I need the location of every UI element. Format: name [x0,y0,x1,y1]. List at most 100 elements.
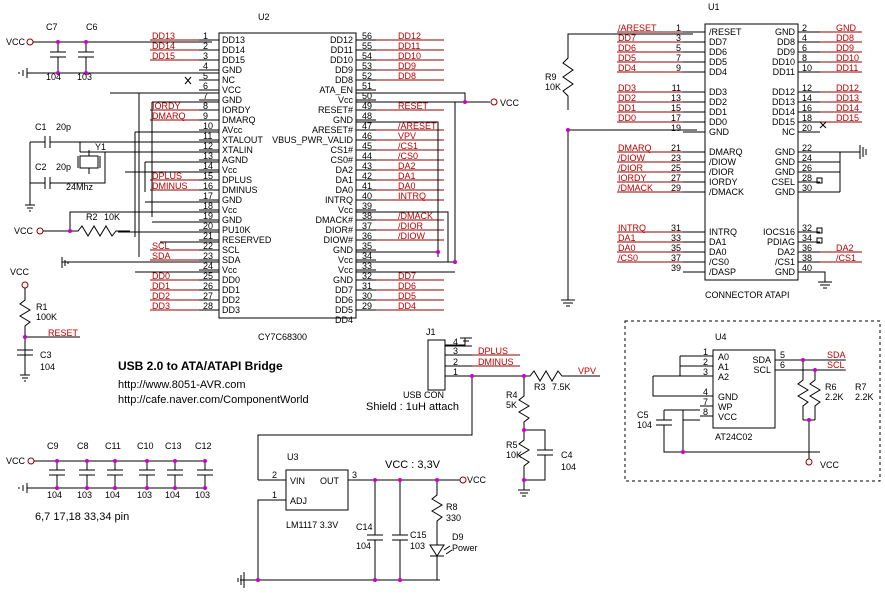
u2-pin-num: 55 [362,41,372,51]
u2-pin-name: ATA_EN [319,85,353,95]
r2-ref: R2 [86,212,98,222]
u1-pin-name: DA2 [777,247,795,257]
u1-net-label: DD4 [618,63,636,73]
u2-pin-num: 31 [362,281,372,291]
u1-pin-num: 18 [802,113,812,123]
reset-net-label: RESET [48,328,79,338]
u2-pin-name: DD4 [335,315,353,325]
u1-pin-num: 10 [802,63,812,73]
u3-ref: U3 [287,452,299,462]
u2-pin-num: 50 [362,91,372,101]
r6-ref: R6 [825,382,837,392]
vcc-label-u3: VCC [467,475,487,485]
u1-pin-name: /RESET [709,27,742,37]
r8-ref: R8 [446,502,458,512]
usb-shield-note: Shield : 1uH attach [366,401,459,413]
u2-net-label: /DIOW [398,231,426,241]
vbus-block: VPV R3 7.5K R4 5K R5 10K C4 104 [257,366,600,497]
u2-net-label: DPLUS [152,171,182,181]
c3-ref: C3 [40,350,52,360]
c3-value: 104 [40,362,55,372]
u2-pin-name: RESET# [318,105,353,115]
u1-net-label: DD2 [618,93,636,103]
r9-ref: R9 [545,72,557,82]
c5-ref: C5 [637,410,649,420]
u2-pin-name: VBUS_PWR_VALID [272,135,353,145]
u1-ref: U1 [708,2,720,12]
j1-body [427,339,446,391]
u2-pin-name: GND [222,65,243,75]
u2-pin-name: NC [222,75,235,85]
r9-value: 10K [545,82,561,92]
u1-pin-name: DMARQ [709,147,743,157]
u2-net-label: DD5 [398,291,416,301]
u1-net-label: /DIOR [618,163,644,173]
u2-pin-name: GND [333,245,354,255]
d9-ref: D9 [452,532,464,542]
u2-pin-num: 17 [203,191,213,201]
u2-pin-name: DD1 [222,285,240,295]
u1-pin-name: DD14 [772,107,795,117]
u1-net-label: DD13 [836,93,859,103]
u2-net-label: /ARESET [398,121,437,131]
pins-note: 6,7 17,18 33,34 pin [35,511,129,523]
decoup-value: 103 [77,490,92,500]
link-componentworld[interactable]: http://cafe.naver.com/ComponentWorld [118,394,309,406]
u3-vin: VIN [290,476,305,486]
u2-pin-num: 29 [362,301,372,311]
u2-pin-num: 44 [362,151,372,161]
u1-pin-name: GND [775,147,796,157]
vpv-net-label: VPV [578,366,596,376]
u2-pin-name: Vcc [222,265,238,275]
u2-pin-name: DD7 [335,285,353,295]
u2-pin-num: 48 [362,111,372,121]
u2-net-label: IORDY [152,101,181,111]
vcc-33-label: VCC : 3,3V [385,459,441,471]
u2-net-label: DD15 [152,51,175,61]
link-8051-avr[interactable]: http://www.8051-AVR.com [118,379,246,391]
u1-pin-num: 23 [671,153,681,163]
u1-pin-name: DD7 [709,37,727,47]
u2-net-label: RESET [398,101,429,111]
u2-pin-name: GND [333,115,354,125]
u1-pin-num: 8 [802,53,807,63]
u1-pin-num: 2 [802,23,807,33]
u1-pin-num: 36 [802,243,812,253]
u1-pin-num: 38 [802,253,812,263]
u1-pin-name: GND [775,187,796,197]
u2-net-label: INTRQ [398,191,426,201]
u1-pin-name: IOCS16 [763,227,795,237]
j1-pin-num: 3 [453,346,458,356]
u2-pin-name: XTALIN [222,145,253,155]
u2-pin-name: IORDY [222,105,251,115]
u4-body [712,349,776,429]
j1-pin-num: 2 [453,357,458,367]
page-title: USB 2.0 to ATA/ATAPI Bridge [118,359,283,373]
u2-pin-name: AGND [222,155,249,165]
r3-value: 7.5K [552,382,571,392]
u2-net-label: DD9 [398,61,416,71]
r7-value: 2.2K [855,392,874,402]
u2-pin-num: 42 [362,171,372,181]
r7-ref: R7 [855,382,867,392]
u1-net-label: DMARQ [618,143,652,153]
u1-net-label: DD10 [836,53,859,63]
u2-wiring: VCC [70,72,520,273]
u2-net-label: DD3 [152,301,170,311]
u2-pin-name: DD6 [335,295,353,305]
u2-pin-num: 23 [203,251,213,261]
c2-value: 20p [56,162,71,172]
u2-pin-name: GND [222,195,243,205]
u2-pin-name: SDA [222,255,241,265]
u2-pin-num: 3 [203,51,208,61]
u1-net-label: DA2 [836,243,854,253]
u2-net-label: DA2 [398,161,416,171]
u2-body [218,32,357,319]
u1-pin-num: 22 [802,143,812,153]
u2-pin-num: 28 [203,301,213,311]
u4-pin-name: A2 [718,372,729,382]
u2-pin-num: 51 [362,81,372,91]
u4-pin-name: GND [718,392,739,402]
